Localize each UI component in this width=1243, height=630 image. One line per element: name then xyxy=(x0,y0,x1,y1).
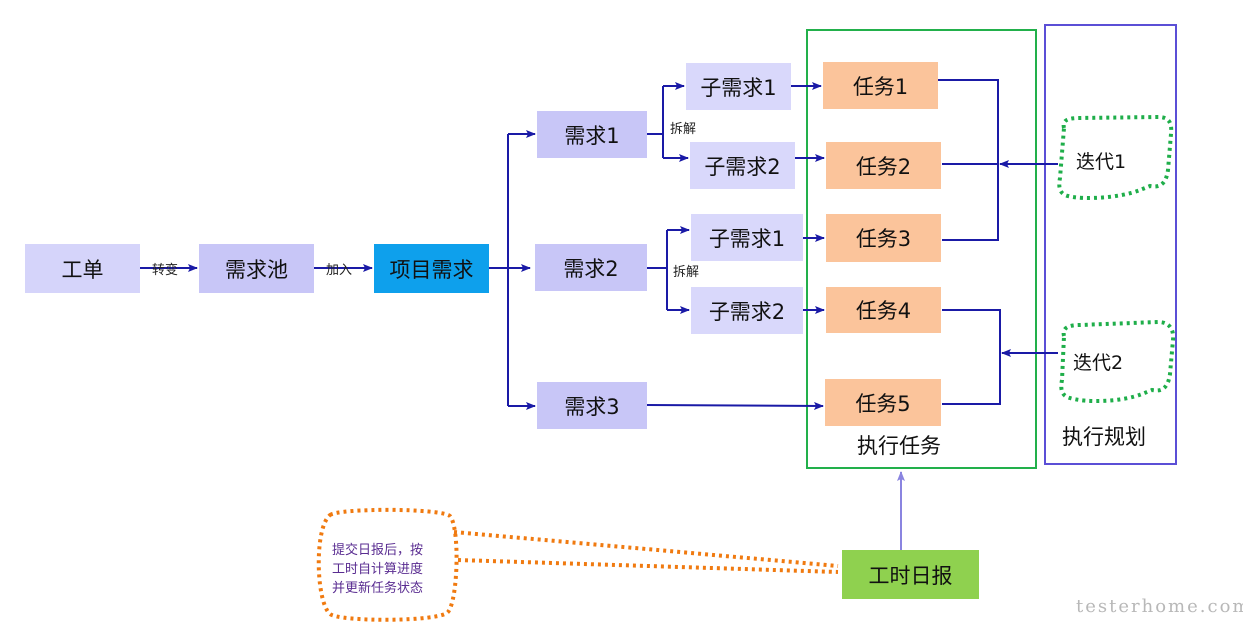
requirement-3-node: 需求3 xyxy=(537,382,647,429)
note-outline xyxy=(316,507,459,622)
sub-requirement-2b-node: 子需求2 xyxy=(691,287,803,334)
sub-requirement-2a-node: 子需求1 xyxy=(691,214,803,261)
task-3-node: 任务3 xyxy=(826,214,941,262)
bracket-iter2 xyxy=(942,309,1001,405)
transfer-label: 转变 xyxy=(152,263,179,278)
note-line-2: 工时自计算进度 xyxy=(332,562,424,577)
daily-work-report-node: 工时日报 xyxy=(842,550,979,599)
watermark: testerhome.com xyxy=(1076,596,1243,617)
iter2-outline xyxy=(1059,319,1176,404)
task-4-node: 任务4 xyxy=(826,287,941,333)
iter1-outline xyxy=(1057,114,1174,200)
execute-plan-frame xyxy=(1044,24,1177,465)
execute-tasks-label: 执行任务 xyxy=(857,434,941,458)
iteration-1-label: 迭代1 xyxy=(1076,151,1127,173)
note-leader xyxy=(453,530,839,574)
task-1-node: 任务1 xyxy=(823,62,938,109)
join-label: 加入 xyxy=(326,263,353,278)
requirement-2-node: 需求2 xyxy=(535,244,647,291)
project-requirement-node: 项目需求 xyxy=(374,244,489,293)
iteration-2-label: 迭代2 xyxy=(1073,352,1124,374)
sub-requirement-1a-node: 子需求1 xyxy=(686,63,791,110)
note-line-1: 提交日报后，按 xyxy=(332,543,424,558)
task-5-node: 任务5 xyxy=(825,379,941,426)
sub-requirement-1b-node: 子需求2 xyxy=(690,142,795,189)
split-label-2: 拆解 xyxy=(673,265,700,280)
task-2-node: 任务2 xyxy=(826,142,941,189)
requirement-1-node: 需求1 xyxy=(537,111,647,158)
ticket-node: 工单 xyxy=(25,244,140,293)
execute-plan-label: 执行规划 xyxy=(1062,425,1146,449)
split-label-1: 拆解 xyxy=(670,122,697,137)
requirement-pool-node: 需求池 xyxy=(199,244,314,293)
bracket-iter1 xyxy=(938,79,999,241)
arrow-req3-task5 xyxy=(646,401,824,410)
note-line-3: 并更新任务状态 xyxy=(332,581,424,596)
execute-tasks-frame xyxy=(806,29,1037,469)
daily-report-note: 提交日报后，按 工时自计算进度 并更新任务状态 xyxy=(332,541,423,598)
